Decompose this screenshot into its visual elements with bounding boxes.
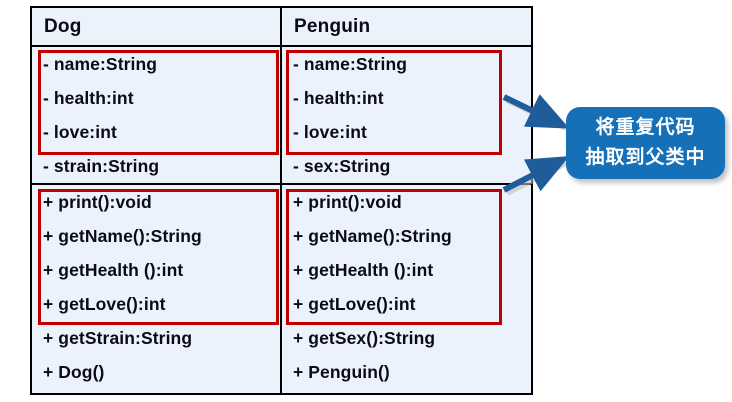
method-row: + Dog() bbox=[32, 355, 280, 389]
method-label: + print():void bbox=[43, 191, 152, 212]
method-label: + getHealth ():int bbox=[293, 259, 434, 280]
class-name-header-penguin: Penguin bbox=[282, 8, 531, 47]
method-row: + print():void bbox=[282, 185, 531, 219]
attribute-label: - love:int bbox=[43, 121, 117, 142]
callout-line-2: 抽取到父类中 bbox=[585, 147, 706, 168]
class-name-header-dog: Dog bbox=[32, 8, 280, 47]
attribute-row: - love:int bbox=[32, 115, 280, 149]
callout-bubble: 将重复代码 抽取到父类中 bbox=[566, 107, 725, 179]
attribute-row: - love:int bbox=[282, 115, 531, 149]
method-label: + Penguin() bbox=[293, 361, 390, 382]
method-label: + getLove():int bbox=[43, 293, 166, 314]
method-row: + getStrain:String bbox=[32, 321, 280, 355]
uml-class-dog: Dog - name:String - health:int - love:in… bbox=[32, 8, 282, 393]
method-row: + getHealth ():int bbox=[32, 253, 280, 287]
method-row: + getLove():int bbox=[32, 287, 280, 321]
uml-class-table: Dog - name:String - health:int - love:in… bbox=[30, 6, 533, 395]
method-row: + getSex():String bbox=[282, 321, 531, 355]
method-row: + getHealth ():int bbox=[282, 253, 531, 287]
class-name-label: Penguin bbox=[294, 15, 371, 37]
method-label: + print():void bbox=[293, 191, 402, 212]
attribute-row: - strain:String bbox=[32, 149, 280, 183]
attribute-label: - sex:String bbox=[293, 155, 391, 176]
attribute-row: - sex:String bbox=[282, 149, 531, 183]
attribute-row: - health:int bbox=[282, 81, 531, 115]
method-label: + getName():String bbox=[43, 225, 202, 246]
attribute-label: - name:String bbox=[43, 53, 158, 74]
methods-section-dog: + print():void + getName():String + getH… bbox=[32, 185, 280, 393]
method-label: + getHealth ():int bbox=[43, 259, 184, 280]
callout-line-1: 将重复代码 bbox=[595, 117, 696, 138]
method-label: + getName():String bbox=[293, 225, 452, 246]
attribute-row: - name:String bbox=[282, 47, 531, 81]
attribute-label: - strain:String bbox=[43, 155, 160, 176]
attribute-label: - health:int bbox=[43, 87, 134, 108]
methods-section-penguin: + print():void + getName():String + getH… bbox=[282, 185, 531, 393]
method-label: + getSex():String bbox=[293, 327, 436, 348]
attribute-label: - name:String bbox=[293, 53, 408, 74]
method-row: + getLove():int bbox=[282, 287, 531, 321]
class-name-label: Dog bbox=[44, 15, 82, 37]
method-label: + getStrain:String bbox=[43, 327, 193, 348]
method-row: + Penguin() bbox=[282, 355, 531, 389]
attributes-section-penguin: - name:String - health:int - love:int - … bbox=[282, 47, 531, 185]
uml-class-penguin: Penguin - name:String - health:int - lov… bbox=[282, 8, 531, 393]
attribute-label: - health:int bbox=[293, 87, 384, 108]
method-row: + getName():String bbox=[32, 219, 280, 253]
method-label: + getLove():int bbox=[293, 293, 416, 314]
attribute-label: - love:int bbox=[293, 121, 367, 142]
attribute-row: - name:String bbox=[32, 47, 280, 81]
attribute-row: - health:int bbox=[32, 81, 280, 115]
method-label: + Dog() bbox=[43, 361, 105, 382]
attributes-section-dog: - name:String - health:int - love:int - … bbox=[32, 47, 280, 185]
method-row: + print():void bbox=[32, 185, 280, 219]
method-row: + getName():String bbox=[282, 219, 531, 253]
